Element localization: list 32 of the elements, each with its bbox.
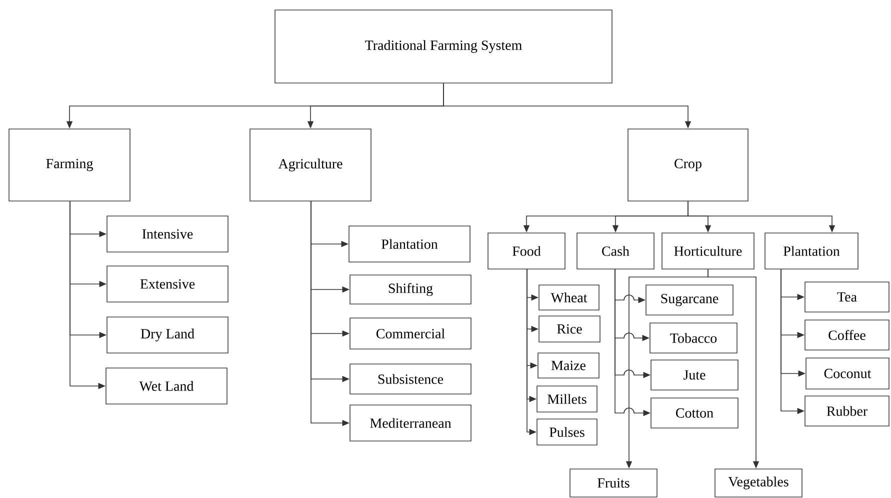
category-box: Rice xyxy=(538,316,600,342)
category-box: Plantation xyxy=(764,232,858,270)
category-box: Food xyxy=(488,232,566,270)
category-box: Crop xyxy=(628,128,748,202)
category-box: Tea xyxy=(804,282,890,312)
category-box: Mediterranean xyxy=(350,404,472,442)
category-box: Cash xyxy=(576,232,654,270)
category-box: Farming xyxy=(8,128,130,202)
category-box: Wheat xyxy=(538,284,600,310)
category-box: Commercial xyxy=(350,318,472,350)
category-box: Maize xyxy=(538,352,600,378)
category-box: Pulses xyxy=(536,418,598,446)
category-box: Cotton xyxy=(650,398,738,428)
category-box: Coffee xyxy=(804,320,890,350)
category-box: Traditional Farming System xyxy=(274,10,612,84)
category-box: Fruits xyxy=(570,468,658,498)
category-box: Sugarcane xyxy=(646,284,734,316)
category-box: Agriculture xyxy=(250,128,372,202)
category-box: Coconut xyxy=(806,358,890,390)
category-box: Jute xyxy=(650,360,738,390)
category-box: Rubber xyxy=(804,396,890,426)
category-box: Horticulture xyxy=(662,232,754,270)
category-box: Millets xyxy=(536,386,598,412)
category-box: Extensive xyxy=(106,266,228,302)
category-box: Intensive xyxy=(106,216,228,252)
category-box: Plantation xyxy=(348,226,470,262)
category-box: Subsistence xyxy=(350,364,472,394)
category-box: Shifting xyxy=(350,274,472,304)
category-box: Wet Land xyxy=(106,368,228,404)
category-box: Dry Land xyxy=(106,316,228,354)
category-box: Vegetables xyxy=(714,468,802,498)
category-box: Tobacco xyxy=(650,322,738,354)
